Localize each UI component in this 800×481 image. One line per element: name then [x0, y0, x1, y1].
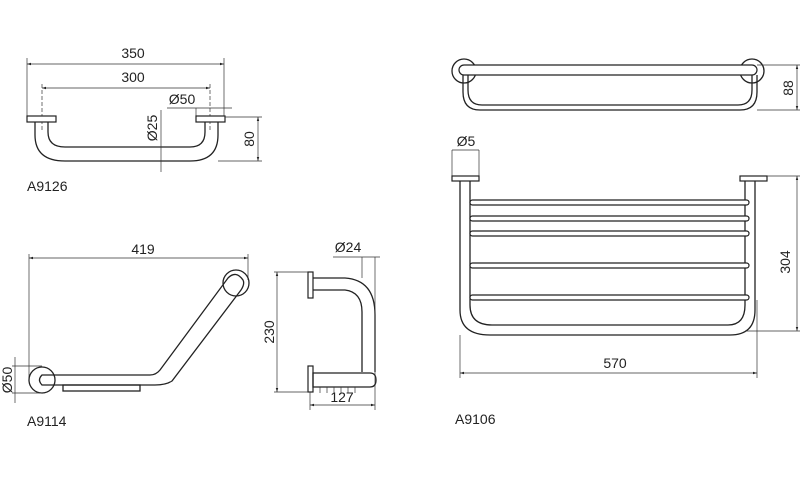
dim-304: 304 [777, 250, 793, 274]
dim-flange-diameter: Ø50 [169, 91, 196, 107]
a9106-drawing: 88 Ø5 304 570 A9106 [451, 58, 800, 427]
dim-127: 127 [330, 389, 354, 405]
dim-tube-diameter: Ø24 [335, 239, 362, 255]
dim-300: 300 [121, 69, 145, 85]
dim-230: 230 [261, 320, 277, 344]
model-label-a9114: A9114 [27, 413, 67, 429]
a9114-drawing: 419 Ø50 A9114 230 Ø24 127 [0, 239, 380, 429]
dim-80: 80 [241, 131, 257, 147]
model-label-a9126: A9126 [27, 178, 68, 194]
a9126-drawing: 350 300 Ø50 Ø25 80 A9126 [26, 45, 262, 194]
dim-flange-label: Ø5 [457, 133, 476, 149]
dim-350: 350 [121, 45, 145, 61]
dim-88: 88 [780, 80, 796, 96]
dim-flange-diameter: Ø50 [0, 367, 15, 394]
dim-tube-diameter: Ø25 [144, 115, 160, 142]
rack-bars [469, 199, 750, 301]
model-label-a9106: A9106 [455, 411, 496, 427]
dim-570: 570 [603, 355, 627, 371]
dim-419: 419 [131, 241, 155, 257]
